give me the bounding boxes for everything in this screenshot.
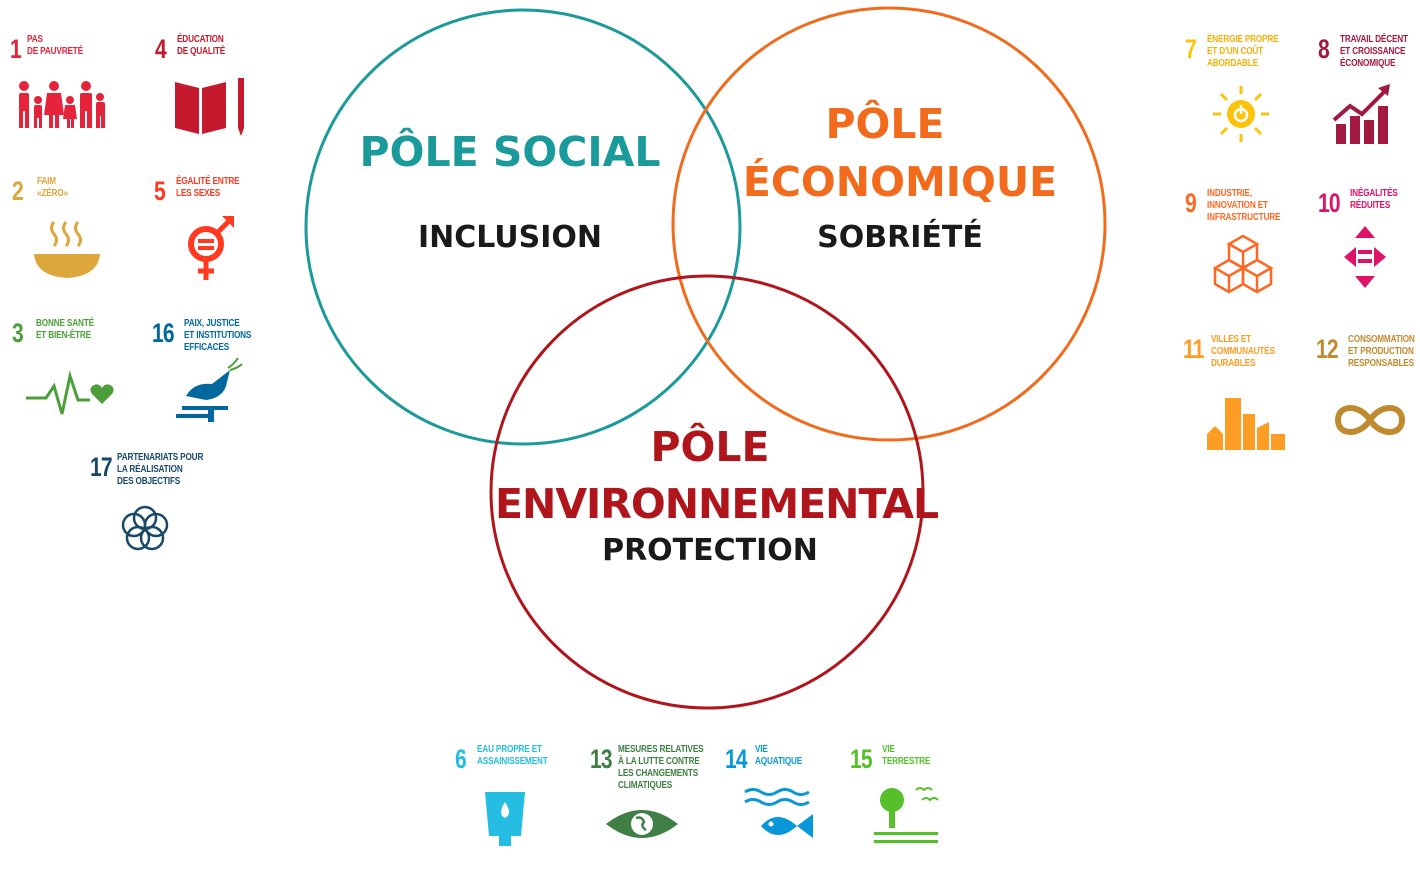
sdg-16: 16 PAIX, JUSTICE ET INSTITUTIONS EFFICAC… xyxy=(152,318,277,443)
sdg-number: 14 xyxy=(725,744,748,774)
city-icon xyxy=(1207,398,1285,450)
heartbeat-icon xyxy=(26,370,114,415)
sdg-2: 2 FAIM «ZÉRO» xyxy=(12,176,137,301)
gender-icon xyxy=(188,216,234,280)
sdg-15: 15 VIE TERRESTRE xyxy=(850,744,975,869)
fish-waves-icon xyxy=(744,788,813,838)
sdg-label: VILLES ET COMMUNAUTÉS DURABLES xyxy=(1211,334,1275,369)
economique-pole-title-line2: ÉCONOMIQUE xyxy=(742,158,1058,206)
sdg-4: 4 ÉDUCATION DE QUALITÉ xyxy=(155,34,280,159)
venn-diagram xyxy=(304,6,1107,710)
environnemental-pole-title-line2: ENVIRONNEMENTAL xyxy=(495,480,939,528)
sdg-label: FAIM «ZÉRO» xyxy=(37,176,68,199)
sdg-6: 6 EAU PROPRE ET ASSAINISSEMENT xyxy=(455,744,580,869)
sdg-14: 14 VIE AQUATIQUE xyxy=(725,744,850,869)
sdg-number: 11 xyxy=(1183,334,1204,364)
book-pencil-icon xyxy=(175,78,244,136)
sdg-label: BONNE SANTÉ ET BIEN-ÊTRE xyxy=(36,318,94,341)
sdg-number: 10 xyxy=(1318,188,1341,218)
tree-birds-icon xyxy=(874,787,939,843)
environnemental-pole-subtitle: PROTECTION xyxy=(602,533,818,568)
sdg-number: 1 xyxy=(10,34,22,64)
sdg-number: 16 xyxy=(152,318,175,348)
sdg-number: 5 xyxy=(154,176,166,206)
sdg-11: 11 VILLES ET COMMUNAUTÉS DURABLES xyxy=(1183,334,1308,459)
sdg-number: 9 xyxy=(1185,188,1197,218)
sdg-8: 8 TRAVAIL DÉCENT ET CROISSANCE ÉCONOMIQU… xyxy=(1318,34,1420,159)
sdg-number: 13 xyxy=(590,744,613,774)
sdg-7: 7 ÉNERGIE PROPRE ET D'UN COÛT ABORDABLE xyxy=(1185,34,1310,159)
infinity-icon xyxy=(1334,405,1406,435)
sdg-3: 3 BONNE SANTÉ ET BIEN-ÊTRE xyxy=(12,318,137,443)
earth-eye-icon xyxy=(606,810,678,838)
sdg-label: INÉGALITÉS RÉDUITES xyxy=(1350,188,1398,211)
sdg-label: VIE AQUATIQUE xyxy=(755,744,803,767)
sdg-label: TRAVAIL DÉCENT ET CROISSANCE ÉCONOMIQUE xyxy=(1340,34,1408,69)
family-icon xyxy=(19,81,105,128)
social-circle xyxy=(304,8,742,446)
sdg-number: 4 xyxy=(155,34,167,64)
sdg-number: 2 xyxy=(12,176,24,206)
economique-pole-subtitle: SOBRIÉTÉ xyxy=(817,220,983,255)
sun-power-icon xyxy=(1213,86,1269,142)
cubes-icon xyxy=(1212,234,1274,294)
sdg-number: 8 xyxy=(1318,34,1330,64)
flower-rings-icon xyxy=(121,505,169,551)
sdg-number: 6 xyxy=(455,744,467,774)
sdg-5: 5 ÉGALITÉ ENTRE LES SEXES xyxy=(154,176,279,301)
environnemental-pole-title-line1: PÔLE xyxy=(650,423,770,471)
sdg-label: ÉDUCATION DE QUALITÉ xyxy=(177,34,226,57)
sdg-10: 10 INÉGALITÉS RÉDUITES xyxy=(1318,188,1420,313)
sdg-label: CONSOMMATION ET PRODUCTION RESPONSABLES xyxy=(1348,334,1415,369)
sdg-label: VIE TERRESTRE xyxy=(882,744,931,767)
sdg-13: 13 MESURES RELATIVES À LA LUTTE CONTRE L… xyxy=(590,744,715,869)
sdg-number: 15 xyxy=(850,744,873,774)
sdg-9: 9 INDUSTRIE, INNOVATION ET INFRASTRUCTUR… xyxy=(1185,188,1310,313)
sdg-label: ÉNERGIE PROPRE ET D'UN COÛT ABORDABLE xyxy=(1207,34,1279,69)
dove-gavel-icon xyxy=(176,357,243,422)
economique-circle xyxy=(671,6,1107,442)
sdg-label: MESURES RELATIVES À LA LUTTE CONTRE LES … xyxy=(618,744,704,791)
equal-arrows-icon xyxy=(1344,226,1386,288)
bowl-icon xyxy=(34,221,100,278)
economique-pole-title-line1: PÔLE xyxy=(825,100,945,148)
environnemental-circle xyxy=(489,274,925,710)
sdg-label: PARTENARIATS POUR LA RÉALISATION DES OBJ… xyxy=(117,452,204,487)
growth-chart-icon xyxy=(1332,84,1390,144)
sdg-label: PAIX, JUSTICE ET INSTITUTIONS EFFICACES xyxy=(184,318,252,353)
sdg-1: 1 PAS DE PAUVRETÉ xyxy=(10,34,135,159)
social-pole-title: PÔLE SOCIAL xyxy=(359,128,661,176)
sdg-number: 17 xyxy=(90,452,113,482)
sdg-number: 3 xyxy=(12,318,24,348)
sdg-label: EAU PROPRE ET ASSAINISSEMENT xyxy=(477,744,548,767)
sdg-17: 17 PARTENARIATS POUR LA RÉALISATION DES … xyxy=(90,452,215,577)
sdg-label: PAS DE PAUVRETÉ xyxy=(27,34,83,57)
water-glass-icon xyxy=(485,792,525,846)
sdg-label: INDUSTRIE, INNOVATION ET INFRASTRUCTURE xyxy=(1207,188,1281,223)
social-pole-subtitle: INCLUSION xyxy=(417,220,603,255)
sdg-12: 12 CONSOMMATION ET PRODUCTION RESPONSABL… xyxy=(1316,334,1420,459)
sdg-number: 12 xyxy=(1316,334,1339,364)
sdg-number: 7 xyxy=(1185,34,1197,64)
sdg-label: ÉGALITÉ ENTRE LES SEXES xyxy=(176,176,240,199)
